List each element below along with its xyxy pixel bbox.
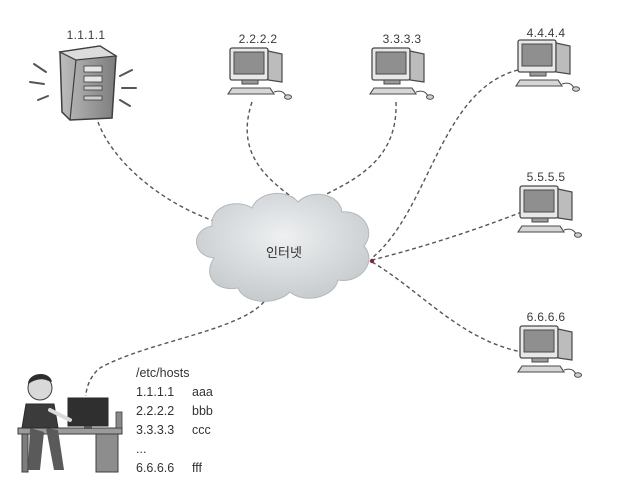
link-pc-2 [246, 101, 297, 201]
hosts-entry: 1.1.1.1 aaa [136, 383, 213, 402]
hosts-entry-ip: 2.2.2.2 [136, 404, 175, 418]
computer-5-ip-label: 5.5.5.5 [526, 170, 566, 184]
link-server [97, 121, 227, 226]
server-icon [29, 45, 137, 121]
link-pc-5 [371, 211, 523, 261]
computer-5-icon [517, 185, 583, 238]
hosts-entry-name: bbb [192, 404, 213, 418]
workstation-user-icon [17, 373, 123, 473]
hosts-entry-ip: 3.3.3.3 [136, 423, 175, 437]
hosts-entry-name: aaa [192, 385, 213, 399]
internet-cloud-label: 인터넷 [266, 246, 302, 261]
computer-4-icon [515, 39, 581, 92]
hosts-entry-last: 6.6.6.6 fff [136, 459, 213, 478]
hosts-entry-ip: 1.1.1.1 [136, 385, 175, 399]
link-pc-4 [371, 69, 519, 259]
hosts-file-listing: /etc/hosts 1.1.1.1 aaa 2.2.2.2 bbb 3.3.3.3… [136, 364, 213, 478]
server-ip-label: 1.1.1.1 [66, 28, 106, 42]
hosts-entry: 3.3.3.3 ccc [136, 421, 213, 440]
internet-cloud [196, 193, 375, 302]
computer-2-icon [227, 47, 293, 100]
hosts-entry-name: ccc [192, 423, 211, 437]
connection-lines [85, 69, 523, 397]
hosts-entry: 2.2.2.2 bbb [136, 402, 213, 421]
computer-3-icon [369, 47, 435, 100]
hosts-entry-ip: 6.6.6.6 [136, 461, 175, 475]
hosts-file-path: /etc/hosts [136, 366, 190, 380]
link-pc-6 [371, 261, 523, 353]
link-workstation [85, 295, 269, 397]
computer-6-icon [517, 325, 583, 378]
computer-6-ip-label: 6.6.6.6 [526, 310, 566, 324]
hosts-entry-name: fff [192, 461, 202, 475]
computer-3-ip-label: 3.3.3.3 [382, 32, 422, 46]
link-pc-3 [313, 101, 397, 201]
hosts-ellipsis: ... [136, 442, 147, 456]
computer-2-ip-label: 2.2.2.2 [238, 32, 278, 46]
computer-4-ip-label: 4.4.4.4 [526, 26, 566, 40]
